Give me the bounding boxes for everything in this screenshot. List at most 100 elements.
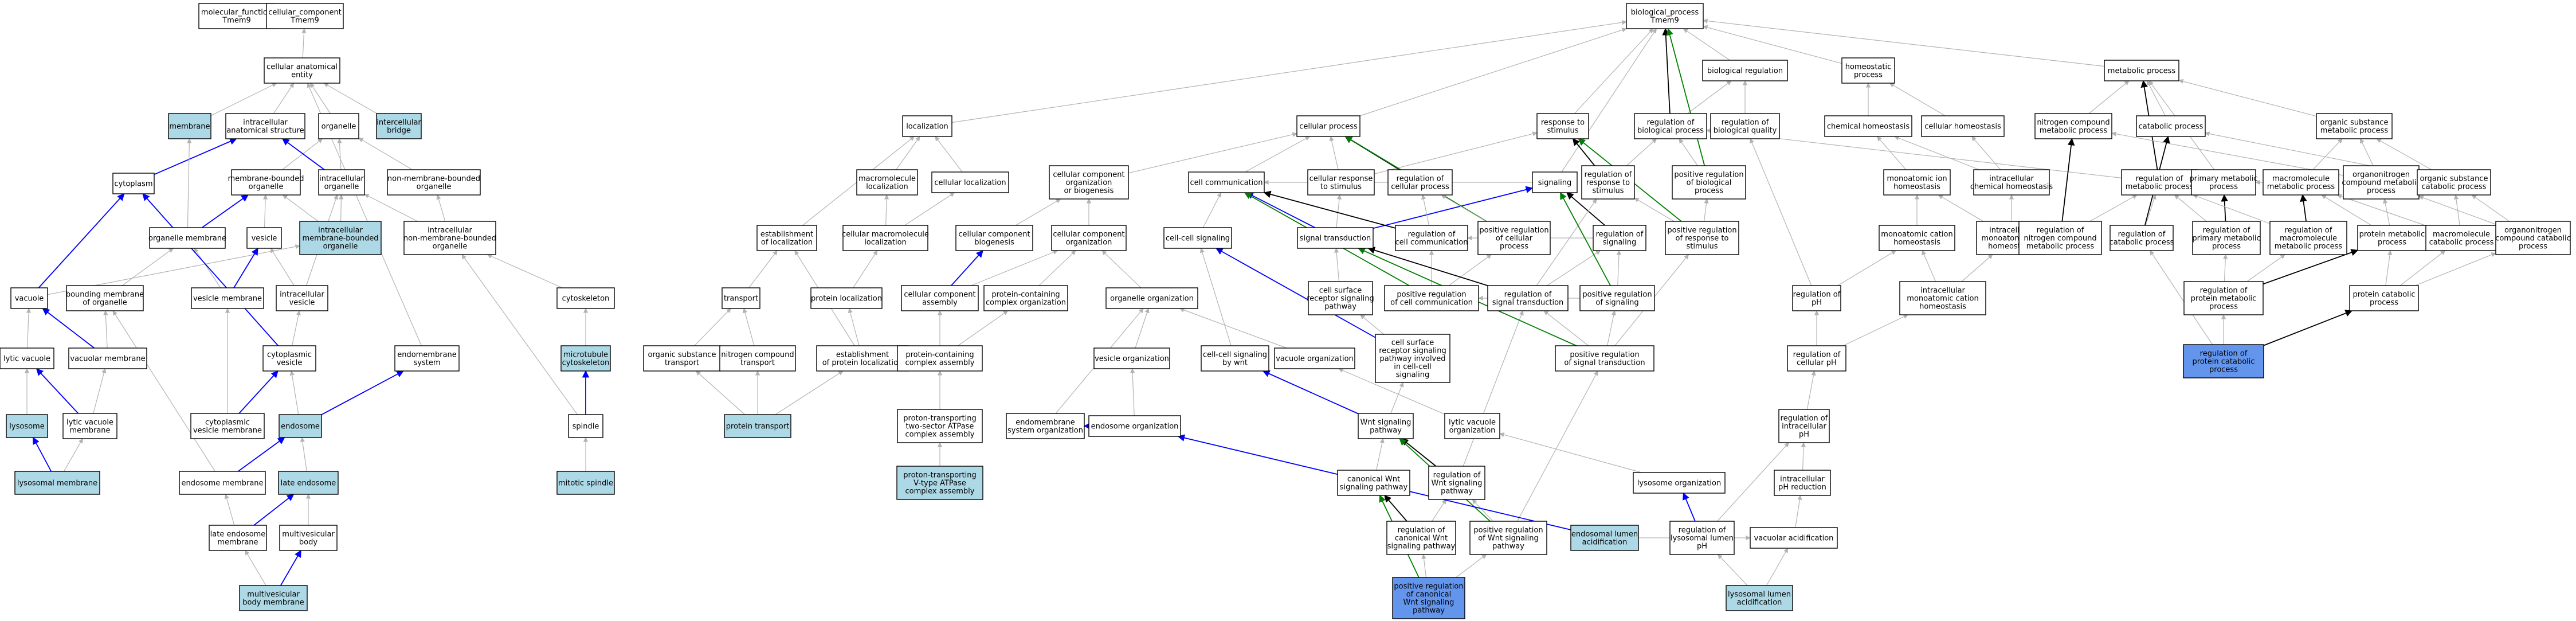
term-node-cytoskeleton[interactable]: cytoskeleton [556,287,615,309]
term-node-cellcomm[interactable]: cell communication [1188,171,1265,193]
term-node-vesicle[interactable]: vesicle [246,227,282,249]
term-node-transport[interactable]: transport [722,287,760,309]
term-node-organelle[interactable]: organelle [318,113,359,139]
term-node-le[interactable]: late endosome [278,471,339,495]
term-node-ms[interactable]: mitotic spindle [556,471,615,495]
term-node-vm[interactable]: vesicle membrane [191,287,264,309]
term-node-lysorg[interactable]: lysosome organization [1633,472,1726,494]
term-node-vesorg[interactable]: vesicle organization [1093,347,1170,369]
term-node-vacm[interactable]: vacuolar membrane [68,347,147,369]
term-node-lv[interactable]: lytic vacuole [0,347,54,369]
term-node-om[interactable]: organelle membrane [148,227,226,249]
term-node-cytoplasm[interactable]: cytoplasm [112,173,155,194]
term-node-lysosome[interactable]: lysosome [6,414,48,438]
term-node-pt[interactable]: protein transport [724,414,791,438]
term-node-cellloc[interactable]: cellular localization [931,171,1009,193]
term-node-em[interactable]: endosome membrane [179,471,266,495]
term-node-cellh[interactable]: cellular homeostasis [1921,115,2005,137]
term-node-vacacid[interactable]: vacuolar acidification [1750,527,1838,549]
term-node-cellproc[interactable]: cellular process [1296,115,1360,137]
term-node-signaling[interactable]: signaling [1532,171,1578,193]
term-node-spindle[interactable]: spindle [568,414,603,438]
term-node-lm[interactable]: lysosomal membrane [14,471,100,495]
term-node-chemh[interactable]: chemical homeostasis [1824,115,1912,137]
term-node-inmbo[interactable]: intracellularnon-membrane-boundedorganel… [403,221,496,255]
term-node-st[interactable]: signal transduction [1297,227,1374,249]
term-node-ccs[interactable]: cell-cell signaling [1163,227,1232,249]
term-node-vacorg[interactable]: vacuole organization [1274,347,1355,369]
term-node-eo[interactable]: endosome organization [1088,415,1181,437]
term-node-catab[interactable]: catabolic process [2136,115,2206,137]
